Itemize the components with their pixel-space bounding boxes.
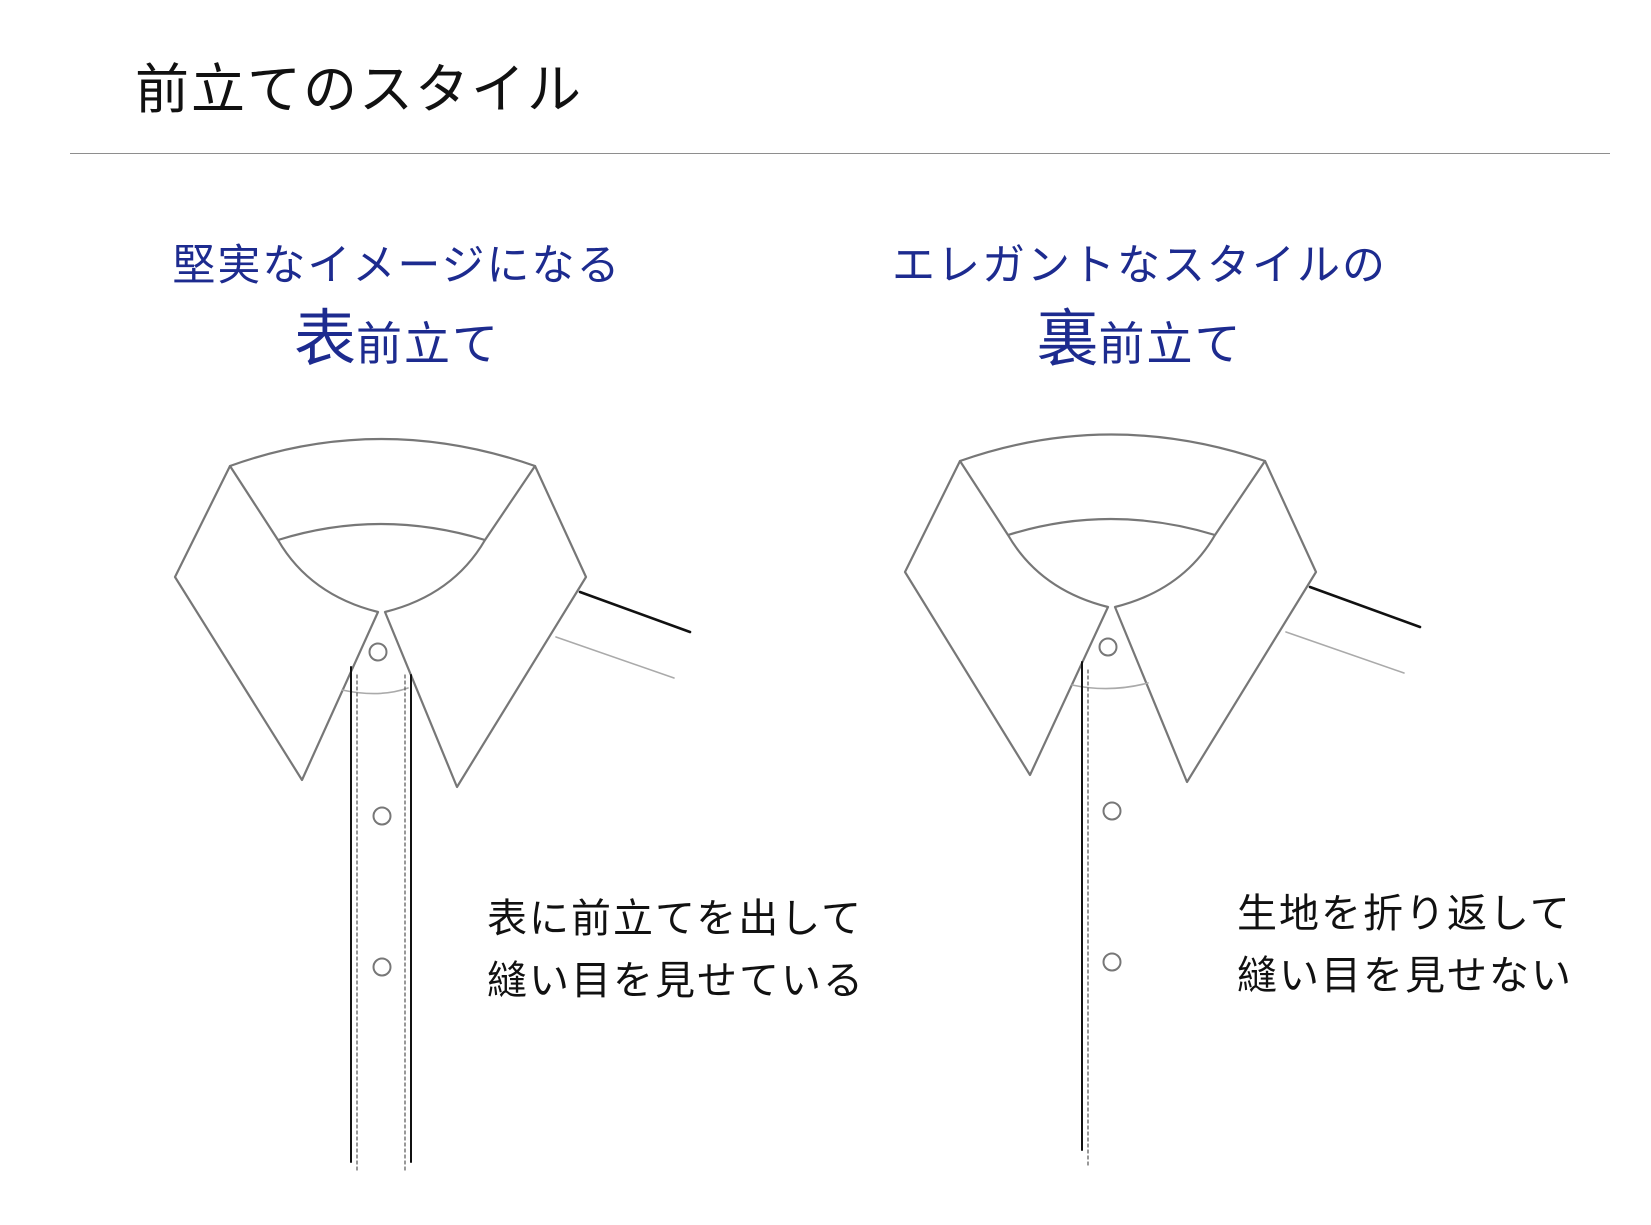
right-panel-subtitle: エレガントなスタイルの — [892, 241, 1387, 291]
right-collar-band-top — [958, 433, 1267, 463]
left-note-line-2: 縫い目を見せている — [487, 958, 865, 1004]
left-panel-subtitle: 堅実なイメージになる — [172, 241, 622, 291]
right-note-line-1: 生地を折り返して — [1237, 891, 1572, 937]
right-placket-button-1 — [1102, 801, 1122, 821]
right-neckline-curve — [1071, 682, 1149, 690]
left-collar-band-inner — [276, 522, 487, 542]
right-collar-left-wing — [903, 459, 1110, 777]
right-collar-band-inner — [1006, 517, 1217, 537]
left-collar-right-wing — [383, 464, 588, 789]
right-note-line-2: 縫い目を見せない — [1237, 953, 1573, 999]
right-panel-emphasis-char: 裏 — [1036, 301, 1099, 375]
left-panel-heading: 堅実なイメージになる 表前立て — [162, 240, 632, 376]
left-shoulder-seam-dark — [578, 590, 692, 634]
right-shoulder-seam-light — [1285, 631, 1405, 674]
left-collar-band-top — [228, 437, 537, 468]
left-note-line-1: 表に前立てを出して — [487, 896, 863, 942]
left-neckline-curve — [341, 687, 409, 695]
right-placket-button-2 — [1102, 952, 1122, 972]
right-collar-button — [1098, 637, 1118, 657]
left-shoulder-seam-light — [555, 636, 675, 679]
left-shirt-illustration — [173, 437, 692, 1173]
right-shoulder-seam-dark — [1308, 585, 1422, 629]
right-shirt-illustration — [903, 433, 1422, 1166]
left-placket-button-2 — [372, 957, 392, 977]
right-panel-note: 生地を折り返して 縫い目を見せない — [1237, 883, 1573, 1007]
right-panel-title: 裏前立て — [882, 302, 1397, 376]
left-panel-title: 表前立て — [162, 302, 632, 376]
left-panel-note: 表に前立てを出して 縫い目を見せている — [487, 888, 865, 1012]
title-divider — [70, 153, 1610, 154]
left-placket-button-1 — [372, 806, 392, 826]
left-collar-left-wing — [173, 464, 380, 782]
right-panel-heading: エレガントなスタイルの 裏前立て — [882, 240, 1397, 376]
left-panel-title-rest: 前立て — [356, 316, 500, 371]
slide-title: 前立てのスタイル — [135, 58, 583, 121]
right-collar-right-wing — [1113, 459, 1318, 784]
right-panel-title-rest: 前立て — [1098, 316, 1243, 371]
left-collar-button — [368, 642, 388, 662]
left-panel-emphasis-char: 表 — [293, 301, 356, 375]
